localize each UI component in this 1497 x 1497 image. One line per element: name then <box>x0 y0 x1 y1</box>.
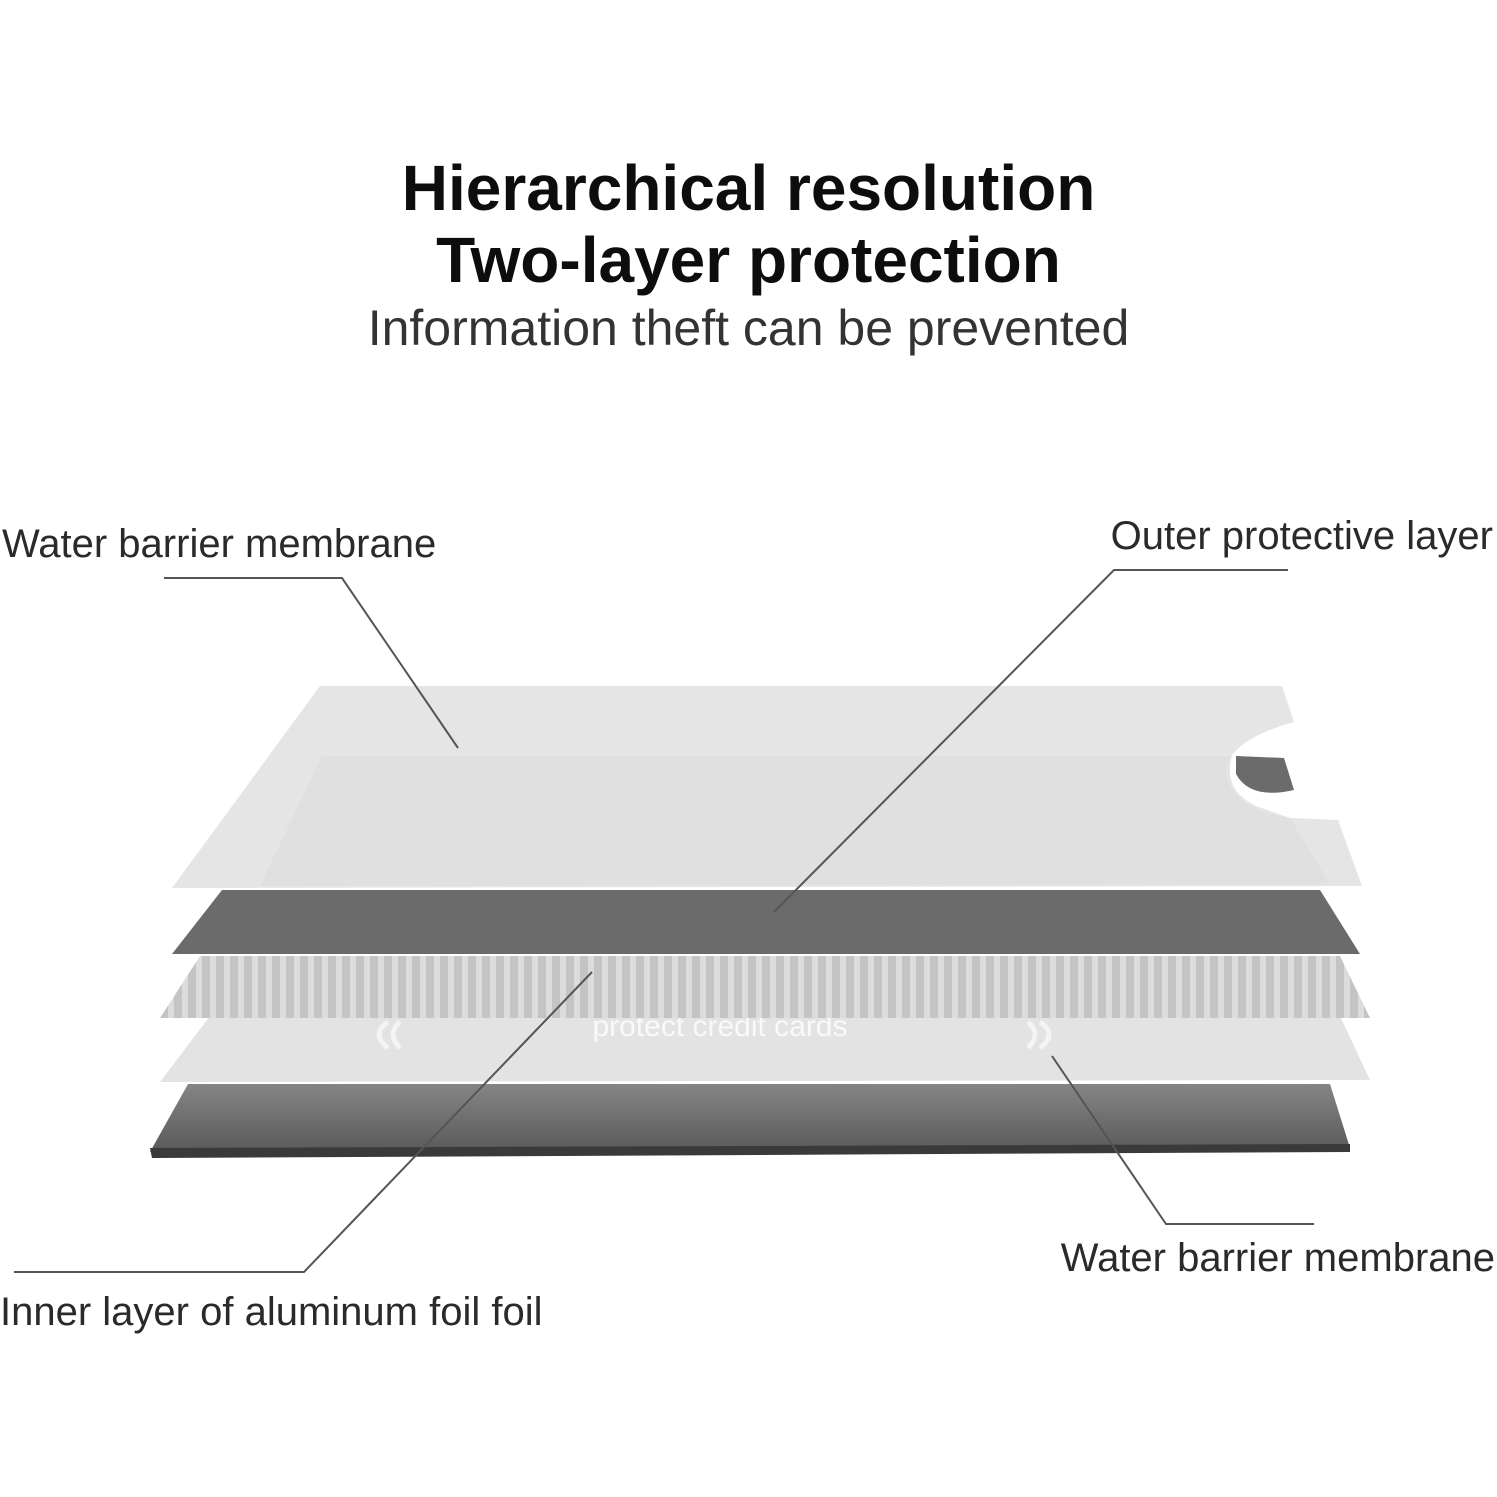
title-line-1: Hierarchical resolution <box>401 152 1096 224</box>
label-inner-aluminum-foil: Inner layer of aluminum foil foil <box>0 1290 543 1334</box>
leader-line-top-left <box>164 577 459 749</box>
bottom-layer-edge <box>150 1144 1350 1158</box>
leader-line-top-right <box>773 569 1288 913</box>
lower-membrane-layer <box>160 1016 1370 1082</box>
rfid-left-icon <box>376 1019 402 1050</box>
rfid-right-icon <box>1026 1019 1052 1050</box>
label-water-barrier-bottom: Water barrier membrane <box>1060 1236 1495 1280</box>
card-notch-tab <box>1236 756 1294 793</box>
label-water-barrier-top: Water barrier membrane <box>2 522 437 566</box>
leader-line-bottom-left <box>14 971 593 1273</box>
label-outer-protective-layer: Outer protective layer <box>1110 514 1493 558</box>
leader-line-bottom-right <box>1051 1055 1314 1225</box>
outer-protective-layer <box>172 890 1360 954</box>
top-membrane-inner-sheet <box>260 756 1330 886</box>
title-line-2: Two-layer protection <box>436 224 1061 296</box>
aluminum-foil-layer <box>160 956 1370 1018</box>
subtitle: Information theft can be prevented <box>367 300 1130 356</box>
bottom-layer <box>150 1084 1350 1152</box>
